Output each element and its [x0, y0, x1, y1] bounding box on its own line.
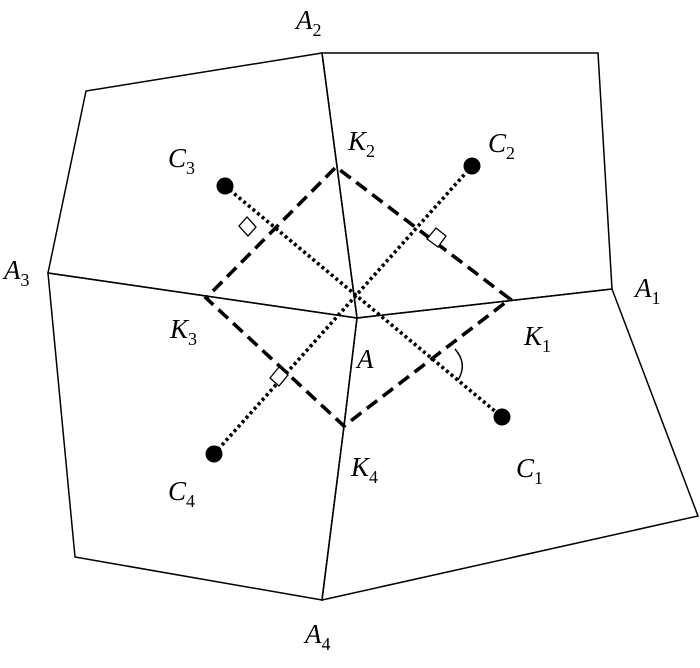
label-C1: C1 [516, 453, 543, 488]
label-A2: A2 [294, 5, 322, 40]
cell-C1 [321, 288, 700, 601]
label-C4: C4 [168, 476, 195, 511]
center-dot-C1 [493, 408, 511, 426]
label-K1: K1 [523, 321, 551, 356]
right-angle-mark-C4 [269, 366, 289, 387]
right-angle-mark-C2 [426, 227, 447, 248]
angle-arc [454, 348, 464, 381]
control-volume-dashed [203, 164, 513, 429]
center-dot-C3 [216, 177, 234, 195]
label-C3: C3 [168, 143, 195, 178]
label-A1: A1 [633, 273, 661, 308]
center-dot-C4 [205, 445, 223, 463]
cell-C4 [47, 272, 358, 601]
right-angle-marks [238, 216, 447, 387]
center-dot-C2 [463, 157, 481, 175]
label-A3: A3 [2, 255, 30, 290]
right-angle-mark-C3 [238, 216, 257, 237]
dotted-line-C4-C2 [212, 164, 474, 456]
label-A: A [355, 344, 374, 374]
cell-C3 [47, 52, 358, 319]
label-C2: C2 [488, 128, 515, 163]
mesh-cells [47, 52, 700, 601]
label-K3: K3 [169, 314, 197, 349]
label-K4: K4 [350, 452, 378, 487]
cell-C2 [321, 52, 613, 319]
dotted-line-C3-C1 [223, 184, 504, 419]
label-K2: K2 [347, 126, 375, 161]
label-A4: A4 [303, 619, 331, 654]
